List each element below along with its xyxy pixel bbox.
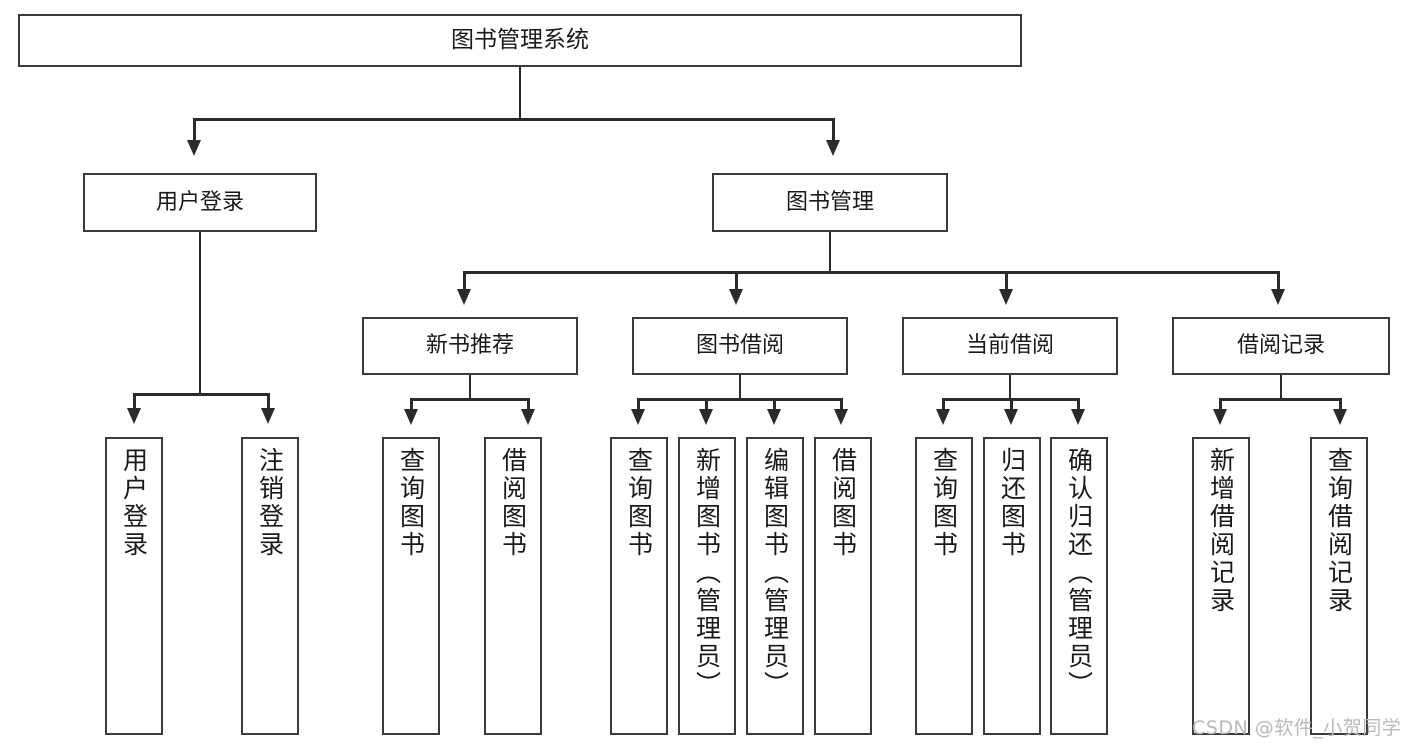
edge-book-borrow-drop-3 [773, 398, 776, 412]
edge-new-book-drop-2 [527, 398, 530, 412]
edge-book-borrow-bus [637, 398, 843, 401]
leaf-borrow-book-recommend[interactable]: 借阅图书 [484, 437, 542, 735]
node-label: 注销登录 [255, 447, 285, 559]
node-user-login[interactable]: 用户登录 [83, 173, 317, 232]
edge-drop-new-book [463, 271, 466, 293]
node-label: 归还图书 [997, 447, 1027, 559]
node-book-borrow[interactable]: 图书借阅 [632, 317, 848, 375]
node-label: 编辑图书（管理员） [760, 447, 790, 699]
edge-new-book-bus [410, 398, 530, 401]
node-label: 图书借阅 [695, 333, 784, 359]
node-label: 新增借阅记录 [1206, 447, 1236, 615]
arrow-to-leaf-user-login [127, 408, 141, 424]
arrow-to-leaf-logout [261, 408, 275, 424]
node-label: 确认归还（管理员） [1064, 447, 1094, 699]
arrow-to-leaf-query-book-1 [404, 409, 418, 425]
leaf-confirm-return-admin[interactable]: 确认归还（管理员） [1050, 437, 1108, 735]
leaf-query-book-borrow[interactable]: 查询图书 [610, 437, 668, 735]
edge-book-borrow-stem [739, 375, 741, 399]
edge-borrow-record-stem [1280, 375, 1282, 399]
edge-new-book-stem [469, 375, 471, 399]
arrow-to-borrow-record [1271, 289, 1285, 305]
edge-current-borrow-drop-1 [942, 398, 945, 412]
arrow-to-leaf-query-book-3 [936, 409, 950, 425]
node-label: 查询图书 [396, 447, 426, 559]
node-book-management[interactable]: 图书管理 [712, 173, 948, 232]
node-label: 图书管理 [785, 189, 874, 215]
arrow-to-leaf-add-book [699, 409, 713, 425]
node-label: 借阅记录 [1236, 333, 1325, 359]
node-label: 借阅图书 [498, 447, 528, 559]
edge-root-stem [519, 67, 521, 119]
edge-borrow-record-drop-2 [1339, 398, 1342, 412]
arrow-to-leaf-add-record [1213, 409, 1227, 425]
arrow-root-to-user-login [187, 140, 201, 156]
leaf-edit-book-admin[interactable]: 编辑图书（管理员） [746, 437, 804, 735]
node-label: 新书推荐 [425, 333, 514, 359]
edge-root-bus [193, 118, 835, 121]
arrow-to-leaf-query-record [1333, 409, 1347, 425]
edge-book-borrow-drop-1 [637, 398, 640, 412]
arrow-root-to-book-manage [826, 140, 840, 156]
node-label: 查询图书 [624, 447, 654, 559]
node-new-book-recommend[interactable]: 新书推荐 [362, 317, 578, 375]
leaf-return-book[interactable]: 归还图书 [983, 437, 1041, 735]
watermark: CSDN @软件_小贺同学 [1192, 717, 1402, 739]
arrow-to-leaf-borrow-book-2 [834, 409, 848, 425]
node-label: 当前借阅 [965, 333, 1054, 359]
node-root-system[interactable]: 图书管理系统 [18, 14, 1022, 67]
leaf-borrow-book[interactable]: 借阅图书 [814, 437, 872, 735]
edge-borrow-record-bus [1219, 398, 1342, 401]
edge-user-login-drop-1 [133, 393, 136, 411]
node-label: 查询图书 [929, 447, 959, 559]
arrow-to-book-borrow [729, 289, 743, 305]
arrow-to-leaf-borrow-book-1 [521, 409, 535, 425]
edge-current-borrow-drop-2 [1010, 398, 1013, 412]
node-label: 新增图书（管理员） [692, 447, 722, 699]
node-label: 借阅图书 [828, 447, 858, 559]
leaf-add-borrow-record[interactable]: 新增借阅记录 [1192, 437, 1250, 735]
leaf-logout[interactable]: 注销登录 [241, 437, 299, 735]
arrow-to-leaf-edit-book [767, 409, 781, 425]
edge-user-login-drop-2 [267, 393, 270, 411]
edge-root-to-user-login [193, 118, 196, 144]
leaf-query-book-recommend[interactable]: 查询图书 [382, 437, 440, 735]
edge-borrow-record-drop-1 [1219, 398, 1222, 412]
edge-drop-current-borrow [1005, 271, 1008, 293]
edge-level2-bus [463, 271, 1280, 274]
leaf-query-book-current[interactable]: 查询图书 [915, 437, 973, 735]
arrow-to-leaf-return-book [1004, 409, 1018, 425]
arrow-to-current-borrow [999, 289, 1013, 305]
edge-root-to-book-manage [832, 118, 835, 144]
node-label: 查询借阅记录 [1324, 447, 1354, 615]
edge-user-login-bus [133, 393, 269, 396]
leaf-query-borrow-record[interactable]: 查询借阅记录 [1310, 437, 1368, 735]
edge-current-borrow-drop-3 [1077, 398, 1080, 412]
leaf-user-login[interactable]: 用户登录 [105, 437, 163, 735]
arrow-to-leaf-confirm-return [1071, 409, 1085, 425]
edge-new-book-drop-1 [410, 398, 413, 412]
node-label: 用户登录 [119, 447, 149, 559]
node-borrow-record[interactable]: 借阅记录 [1172, 317, 1390, 375]
arrow-to-leaf-query-book-2 [631, 409, 645, 425]
edge-current-borrow-stem [1009, 375, 1011, 399]
leaf-add-book-admin[interactable]: 新增图书（管理员） [678, 437, 736, 735]
edge-drop-borrow-record [1277, 271, 1280, 293]
arrow-to-new-book-recommend [457, 289, 471, 305]
node-current-borrow[interactable]: 当前借阅 [902, 317, 1118, 375]
node-label: 用户登录 [155, 189, 244, 215]
edge-drop-book-borrow [735, 271, 738, 293]
edge-book-manage-stem [829, 232, 831, 272]
node-label: 图书管理系统 [451, 27, 589, 54]
edge-user-login-stem [199, 232, 201, 394]
edge-book-borrow-drop-2 [705, 398, 708, 412]
edge-book-borrow-drop-4 [840, 398, 843, 412]
